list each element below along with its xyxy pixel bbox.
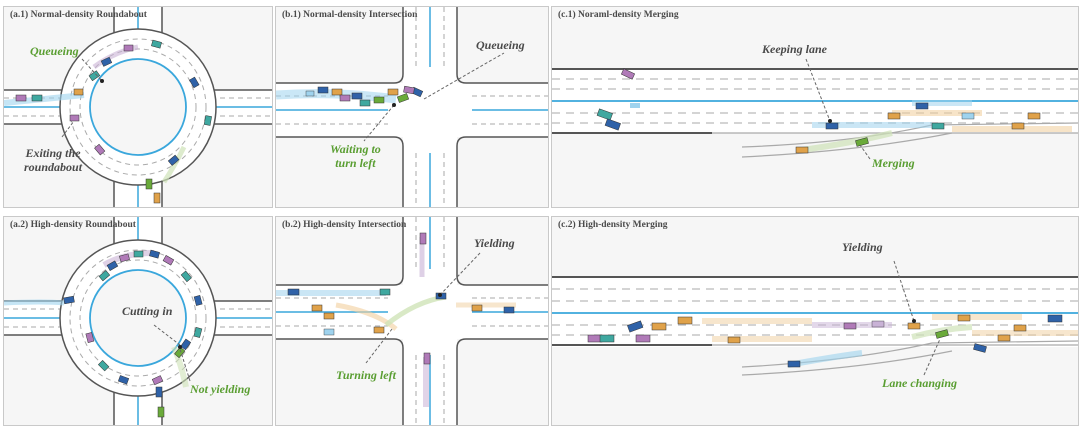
panel-b2-high-intersection: (b.2) High-density Intersection bbox=[275, 216, 549, 426]
panel-b1-normal-intersection: (b.1) Normal-density Intersection bbox=[275, 6, 549, 208]
panel-title: (c.1) Noraml-density Merging bbox=[558, 10, 679, 20]
annotation-line-2: turn left bbox=[335, 155, 376, 170]
annotation-queueing: Queueing bbox=[30, 44, 79, 58]
intersection-scene bbox=[276, 217, 548, 425]
annotation-exiting-roundabout: Exiting the roundabout bbox=[24, 146, 83, 175]
panel-title: (a.2) High-density Roundabout bbox=[10, 220, 136, 230]
annotation-line-1: Exiting the bbox=[25, 146, 81, 160]
panel-title: (a.1) Normal-density Roundabout bbox=[10, 10, 147, 20]
vehicle-icon bbox=[305, 85, 424, 107]
annotation-queueing: Queueing bbox=[476, 38, 525, 52]
annotation-yielding: Yielding bbox=[474, 236, 515, 250]
annotation-turning-left: Turning left bbox=[336, 368, 396, 382]
panel-c1-normal-merging: (c.1) Noraml-density Merging bbox=[551, 6, 1079, 208]
panel-a2-high-roundabout: (a.2) High-density Roundabout bbox=[3, 216, 273, 426]
panel-title: (c.2) High-density Merging bbox=[558, 220, 668, 230]
vehicle-icon bbox=[15, 39, 212, 204]
merging-scene bbox=[552, 260, 1078, 376]
annotation-waiting-turn-left: Waiting to turn left bbox=[330, 142, 381, 171]
annotation-lane-changing: Lane changing bbox=[882, 376, 958, 390]
annotation-keeping-lane: Keeping lane bbox=[762, 42, 827, 56]
panel-a1-normal-roundabout: (a.1) Normal-density Roundabout bbox=[3, 6, 273, 208]
annotation-yielding: Yielding bbox=[842, 240, 883, 254]
annotation-line-2: roundabout bbox=[24, 159, 83, 174]
roundabout-scene bbox=[4, 217, 272, 425]
vehicle-icon bbox=[63, 249, 203, 418]
annotation-not-yielding: Not yielding bbox=[190, 382, 251, 396]
panel-title: (b.1) Normal-density Intersection bbox=[282, 10, 418, 20]
annotation-cutting-in: Cutting in bbox=[122, 304, 173, 318]
vehicle-icon bbox=[287, 232, 515, 365]
panel-c2-high-merging: (c.2) High-density Merging bbox=[551, 216, 1079, 426]
annotation-merging: Merging bbox=[872, 156, 915, 170]
vehicle-icon bbox=[587, 314, 1063, 368]
panel-title: (b.2) High-density Intersection bbox=[282, 220, 407, 230]
intersection-scene bbox=[276, 7, 548, 207]
vehicle-icon bbox=[596, 68, 1041, 154]
roundabout-scene bbox=[4, 7, 272, 207]
merging-scene bbox=[552, 58, 1078, 160]
annotation-line-1: Waiting to bbox=[330, 142, 381, 156]
